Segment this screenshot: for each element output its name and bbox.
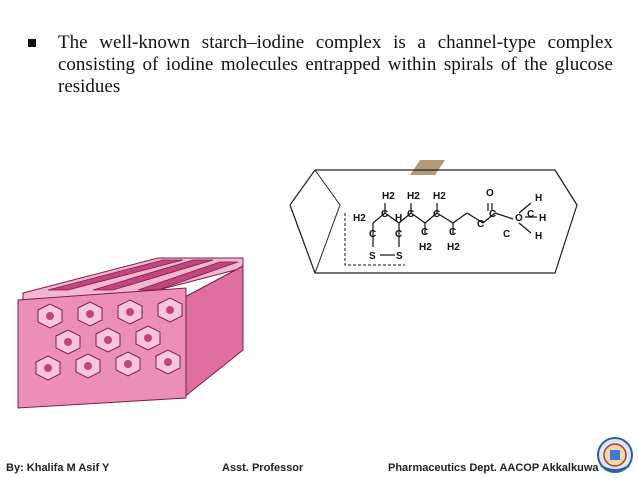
atom-label: C bbox=[489, 209, 496, 220]
atom-label: H bbox=[395, 213, 402, 224]
atom-label: C bbox=[433, 209, 440, 220]
bullet-text: The well-known starch–iodine complex is … bbox=[58, 32, 613, 97]
atom-label: O bbox=[486, 188, 494, 199]
atom-label: S bbox=[396, 251, 403, 262]
atom-label: H2 bbox=[353, 213, 366, 224]
square-bullet-icon bbox=[28, 39, 36, 47]
atom-label: C bbox=[369, 229, 376, 240]
footer-dept: Pharmaceutics Dept. AACOP Akkalkuwa bbox=[388, 462, 599, 474]
college-seal-icon bbox=[597, 437, 633, 473]
channel-chemical-figure: H2 H2 H2 O H H2 C H C C C C C O C C H H … bbox=[289, 160, 578, 274]
atom-label: H2 bbox=[419, 242, 432, 253]
atom-labels: H2 H2 H2 O H H2 C H C C C C C O C C H H … bbox=[353, 188, 546, 262]
atom-label: H2 bbox=[447, 242, 460, 253]
atom-label: H bbox=[535, 231, 542, 242]
atom-label: C bbox=[395, 229, 402, 240]
atom-label: C bbox=[421, 227, 428, 238]
atom-label: S bbox=[369, 251, 376, 262]
atom-label: H bbox=[535, 193, 542, 204]
atom-label: H2 bbox=[407, 191, 420, 202]
atom-label: C bbox=[477, 219, 484, 230]
atom-label: H2 bbox=[382, 191, 395, 202]
atom-label: C bbox=[381, 209, 388, 220]
atom-label: H2 bbox=[433, 191, 446, 202]
footer: By: Khalifa M Asif Y Asst. Professor Pha… bbox=[0, 458, 638, 478]
atom-label: C bbox=[503, 229, 510, 240]
atom-label: C bbox=[527, 209, 534, 220]
atom-label: H bbox=[539, 213, 546, 224]
footer-author: By: Khalifa M Asif Y bbox=[6, 462, 110, 474]
atom-label: C bbox=[407, 209, 414, 220]
atom-label: C bbox=[449, 227, 456, 238]
honeycomb-figure bbox=[17, 257, 244, 409]
footer-title: Asst. Professor bbox=[222, 462, 304, 474]
atom-label: O bbox=[515, 213, 523, 224]
